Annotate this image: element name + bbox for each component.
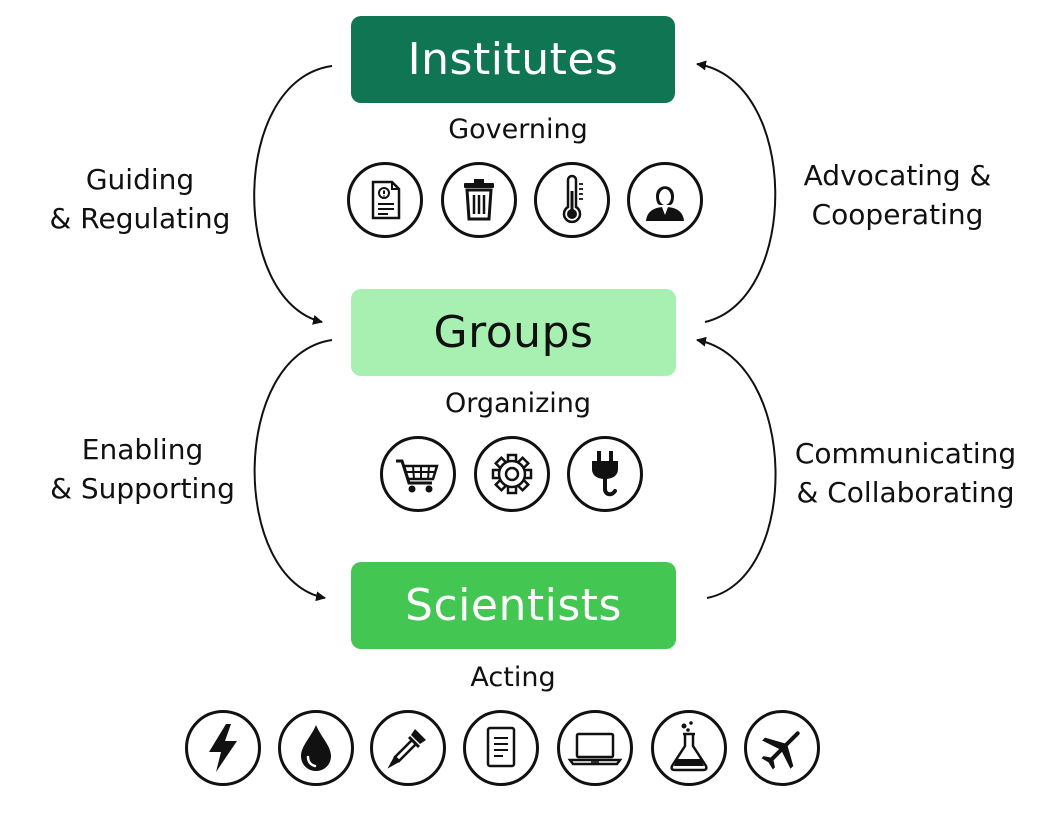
gear-icon [474, 436, 550, 512]
arrow-advocating [696, 60, 777, 323]
airplane-icon [744, 710, 820, 786]
policy-document-icon [347, 162, 423, 238]
communicating-line-1: Communicating [794, 437, 1017, 470]
arrow-communicating [696, 336, 777, 599]
paper-document-icon [463, 710, 539, 786]
groups-label: Groups [433, 307, 594, 358]
trash-bin-icon [441, 162, 517, 238]
institutes-label: Institutes [407, 34, 619, 85]
enabling-supporting-label: Enabling & Supporting [30, 430, 255, 508]
communicating-collaborating-label: Communicating & Collaborating [788, 434, 1023, 512]
official-person-icon [627, 162, 703, 238]
arrow-enabling [253, 339, 333, 602]
governing-label: Governing [448, 114, 588, 145]
groups-box: Groups [351, 289, 676, 376]
shopping-cart-icon [380, 436, 456, 512]
advocating-cooperating-label: Advocating & Cooperating [790, 156, 1005, 234]
water-drop-icon [278, 710, 354, 786]
laptop-icon [557, 710, 633, 786]
power-plug-icon [567, 436, 643, 512]
arrow-guiding [253, 65, 333, 325]
advocating-line-2: Cooperating [811, 198, 984, 231]
advocating-line-1: Advocating & [803, 159, 992, 192]
pipette-icon [370, 710, 446, 786]
institutes-box: Institutes [351, 16, 675, 103]
lab-flask-icon [651, 710, 727, 786]
organizing-label: Organizing [444, 388, 592, 419]
scientists-label: Scientists [405, 580, 622, 631]
thermometer-icon [534, 162, 610, 238]
guiding-line-1: Guiding [85, 163, 195, 196]
guiding-line-2: & Regulating [49, 202, 231, 235]
communicating-line-2: & Collaborating [796, 476, 1015, 509]
lightning-icon [185, 710, 261, 786]
guiding-regulating-label: Guiding & Regulating [30, 160, 250, 238]
acting-label: Acting [470, 662, 556, 693]
scientists-box: Scientists [351, 562, 676, 649]
enabling-line-1: Enabling [81, 433, 204, 466]
enabling-line-2: & Supporting [50, 472, 235, 505]
